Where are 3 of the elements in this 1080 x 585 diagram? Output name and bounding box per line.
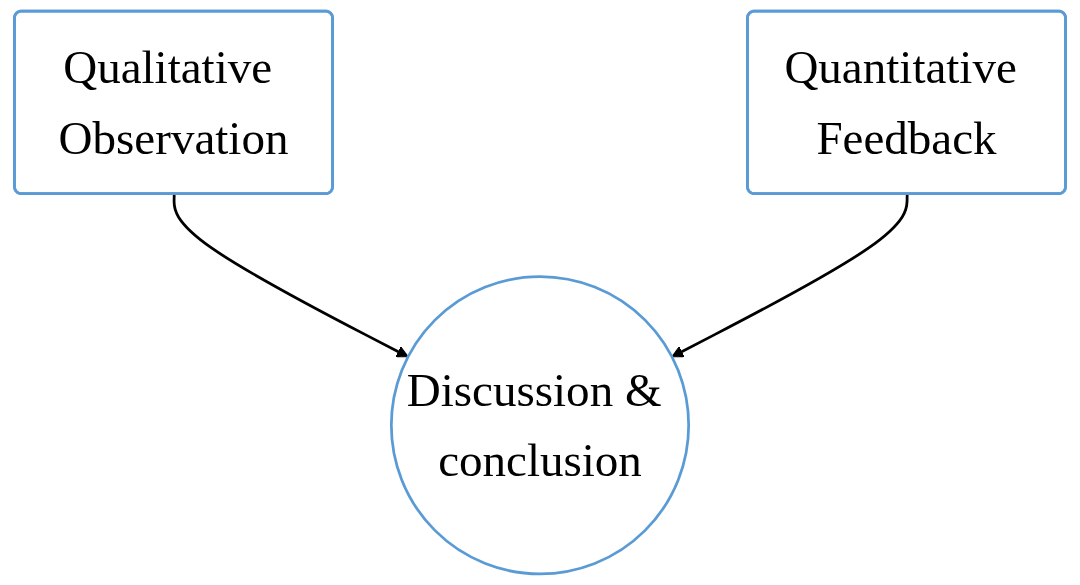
arrow xyxy=(671,194,909,358)
arrow xyxy=(172,194,409,358)
node-circle: Discussion & conclusion xyxy=(389,275,691,576)
